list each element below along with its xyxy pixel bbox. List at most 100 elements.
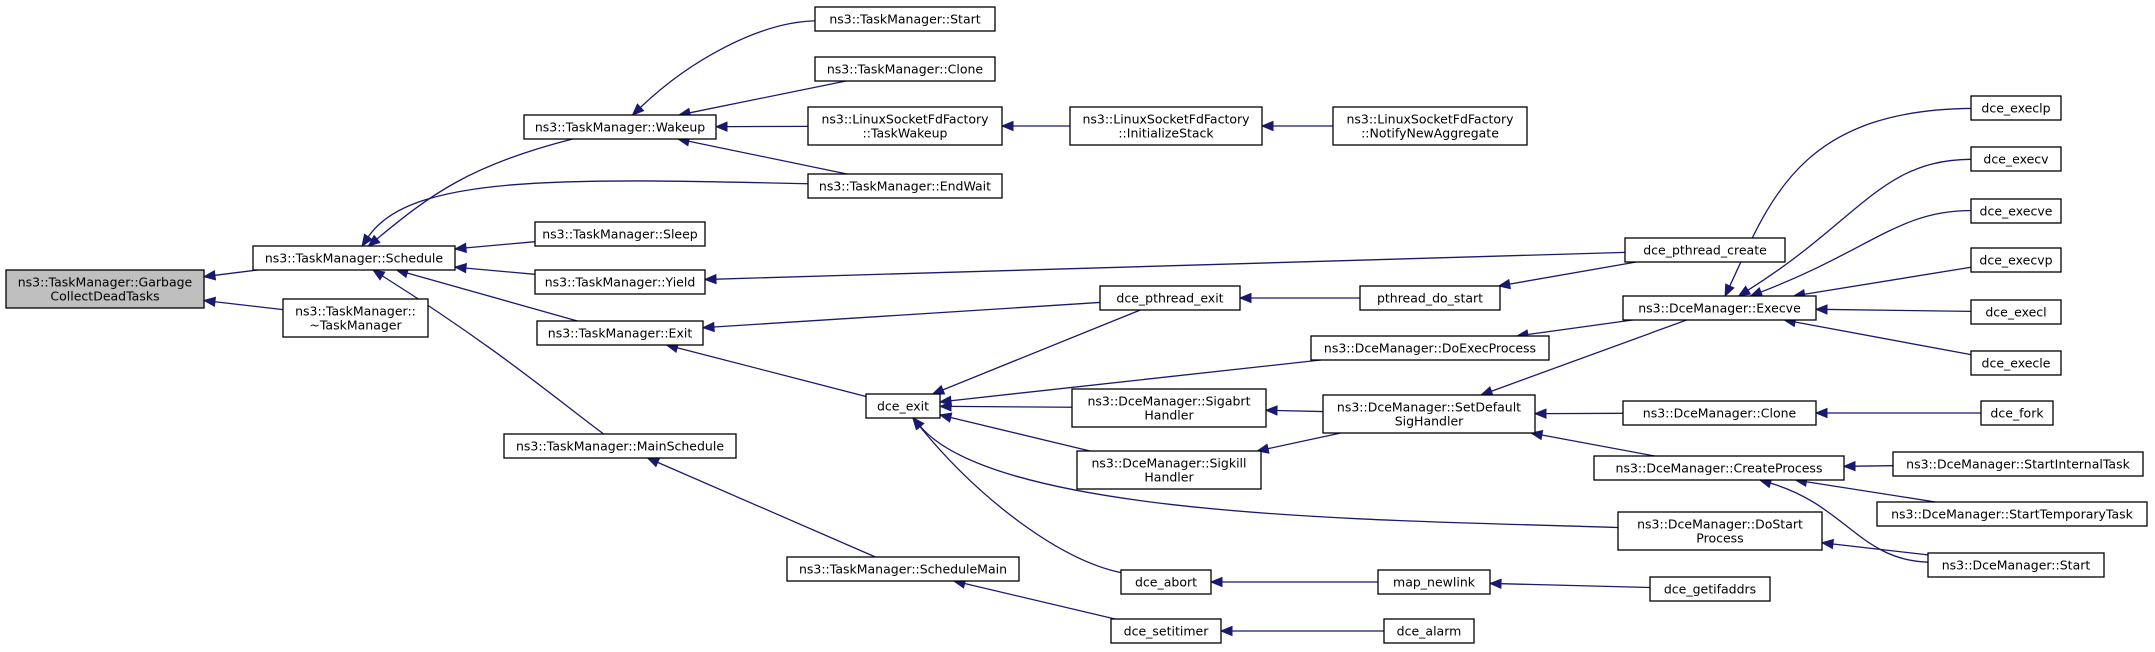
- node-label: dce_execvp: [1979, 253, 2052, 268]
- node-label: dce_execl: [1985, 305, 2046, 320]
- arrowhead: [1497, 278, 1511, 290]
- node-label: dce_exit: [877, 399, 929, 414]
- node-start-tm[interactable]: ns3::TaskManager::Start: [814, 6, 996, 32]
- node-label: dce_getifaddrs: [1664, 582, 1756, 597]
- node-box: [1892, 451, 2144, 477]
- node-schedulemain[interactable]: ns3::TaskManager::ScheduleMain: [786, 556, 1020, 582]
- node-wakeup[interactable]: ns3::TaskManager::Wakeup: [523, 114, 717, 140]
- node-box: [1069, 106, 1263, 146]
- arrowhead: [361, 233, 373, 248]
- arrowhead: [1260, 120, 1274, 132]
- node-doexecprocess[interactable]: ns3::DceManager::DoExecProcess: [1310, 335, 1550, 361]
- node-dce-execlp[interactable]: dce_execlp: [1970, 95, 2062, 121]
- node-dce-setitimer[interactable]: dce_setitimer: [1110, 618, 1222, 644]
- node-execve[interactable]: ns3::DceManager::Execve: [1622, 295, 1817, 321]
- node-dce-execvp[interactable]: dce_execvp: [1970, 247, 2062, 273]
- node-clone-dce[interactable]: ns3::DceManager::Clone: [1622, 400, 1817, 426]
- node-dce-execl[interactable]: dce_execl: [1970, 299, 2062, 325]
- edge-createprocess-to-setdefaultsig: [1541, 434, 1655, 457]
- arrowhead: [1238, 292, 1252, 304]
- node-dce-execve[interactable]: dce_execve: [1970, 198, 2062, 224]
- node-label: ns3::DceManager::DoStart: [1637, 517, 1803, 532]
- node-starttemporarytask[interactable]: ns3::DceManager::StartTemporaryTask: [1876, 501, 2148, 527]
- node-label: ns3::DceManager::SetDefault: [1337, 400, 1521, 415]
- node-dce-abort[interactable]: dce_abort: [1120, 569, 1212, 595]
- arrowhead: [701, 321, 715, 333]
- node-dce-pthread-create[interactable]: dce_pthread_create: [1624, 237, 1786, 263]
- node-label: CollectDeadTasks: [50, 289, 159, 304]
- node-box: [1970, 247, 2062, 273]
- arrowhead: [453, 242, 467, 254]
- node-root[interactable]: ns3::TaskManager::GarbageCollectDeadTask…: [5, 269, 205, 309]
- arrowhead: [371, 269, 386, 281]
- node-label: ns3::TaskManager::: [295, 304, 416, 319]
- node-sleep[interactable]: ns3::TaskManager::Sleep: [534, 221, 706, 247]
- node-box: [523, 114, 717, 140]
- node-lsf-initstack[interactable]: ns3::LinuxSocketFdFactory::InitializeSta…: [1069, 106, 1263, 146]
- node-label: ns3::TaskManager::Start: [829, 12, 980, 27]
- node-yield[interactable]: ns3::TaskManager::Yield: [534, 269, 706, 295]
- node-endwait[interactable]: ns3::TaskManager::EndWait: [807, 173, 1003, 199]
- edge-sigabrt-to-dce_exit: [950, 405, 1073, 408]
- node-pthread-do-start[interactable]: pthread_do_start: [1359, 285, 1501, 311]
- node-label: dce_execv: [1983, 152, 2049, 167]
- edge-dce_pthread_create-to-pthread_do_start: [1509, 261, 1637, 285]
- node-dce-pthread-exit[interactable]: dce_pthread_exit: [1099, 285, 1241, 311]
- edge-dce_execvp-to-execve: [1804, 266, 1972, 295]
- node-box: [1332, 106, 1528, 146]
- edge-dostartprocess-to-dce_exit: [919, 425, 1619, 529]
- node-label: ns3::DceManager::Execve: [1638, 301, 1801, 316]
- node-box: [1624, 237, 1786, 263]
- arrowhead: [1533, 408, 1547, 419]
- node-label: dce_pthread_create: [1643, 243, 1767, 258]
- arrowhead: [714, 121, 728, 132]
- node-box: [1622, 295, 1817, 321]
- node-lsf-taskwakeup[interactable]: ns3::LinuxSocketFdFactory::TaskWakeup: [807, 106, 1003, 146]
- edge-dce_abort-to-dce_exit: [919, 426, 1122, 574]
- node-exit[interactable]: ns3::TaskManager::Exit: [536, 320, 704, 346]
- node-dce-fork[interactable]: dce_fork: [1980, 400, 2054, 426]
- node-dce-exit[interactable]: dce_exit: [865, 393, 941, 419]
- node-label: ::NotifyNewAggregate: [1361, 126, 1499, 141]
- node-schedule[interactable]: ns3::TaskManager::Schedule: [252, 245, 456, 271]
- node-label: dce_execve: [1980, 204, 2053, 219]
- node-clone-tm[interactable]: ns3::TaskManager::Clone: [814, 56, 996, 82]
- node-dce-alarm[interactable]: dce_alarm: [1383, 618, 1475, 644]
- node-startinternaltask[interactable]: ns3::DceManager::StartInternalTask: [1892, 451, 2144, 477]
- node-box: [534, 221, 706, 247]
- node-dce-getifaddrs[interactable]: dce_getifaddrs: [1649, 576, 1771, 602]
- arrowhead: [1814, 304, 1828, 315]
- call-graph-edges: [202, 20, 1981, 637]
- arrowhead: [1724, 283, 1735, 298]
- node-box: [865, 393, 941, 419]
- arrowhead: [911, 416, 925, 431]
- edge-endwait-to-schedule: [367, 180, 809, 238]
- node-box: [1649, 576, 1771, 602]
- node-dtor[interactable]: ns3::TaskManager::~TaskManager: [282, 298, 429, 338]
- node-label: ~TaskManager: [309, 318, 402, 333]
- node-lsf-notify[interactable]: ns3::LinuxSocketFdFactory::NotifyNewAggr…: [1332, 106, 1528, 146]
- node-label: ns3::TaskManager::EndWait: [819, 179, 991, 194]
- node-box: [1622, 400, 1817, 426]
- node-box: [1617, 511, 1823, 551]
- node-createprocess[interactable]: ns3::DceManager::CreateProcess: [1593, 455, 1845, 481]
- arrowhead: [1000, 120, 1014, 132]
- arrowhead: [367, 234, 381, 247]
- node-map-newlink[interactable]: map_newlink: [1377, 569, 1491, 595]
- node-label: ns3::DceManager::Start: [1942, 558, 2091, 573]
- edge-doexecprocess-to-dce_exit: [950, 359, 1322, 402]
- node-dce-execle[interactable]: dce_execle: [1970, 350, 2062, 376]
- node-label: ns3::DceManager::CreateProcess: [1616, 461, 1823, 476]
- node-start-dce[interactable]: ns3::DceManager::Start: [1927, 552, 2105, 578]
- node-dce-execv[interactable]: dce_execv: [1970, 146, 2062, 172]
- edge-execve-to-doexecprocess: [1527, 319, 1633, 336]
- node-box: [536, 320, 704, 346]
- node-mainschedule[interactable]: ns3::TaskManager::MainSchedule: [503, 433, 737, 459]
- node-box: [252, 245, 456, 271]
- node-box: [1110, 618, 1222, 644]
